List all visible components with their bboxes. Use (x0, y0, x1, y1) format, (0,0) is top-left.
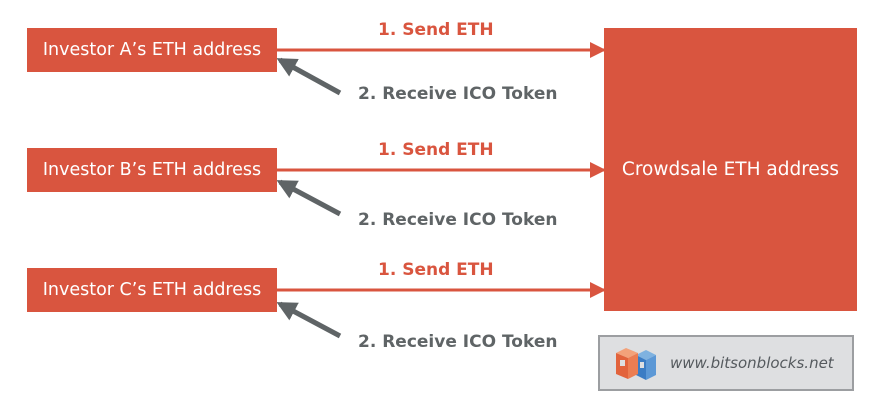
investor-c-address-box: Investor C’s ETH address (27, 268, 277, 312)
receive-arrow-a (276, 57, 342, 96)
receive-arrow-b (276, 179, 342, 217)
watermark-url: www.bitsonblocks.net (670, 354, 834, 372)
receive-token-label-c: 2. Receive ICO Token (358, 332, 558, 352)
send-eth-label-c: 1. Send ETH (378, 260, 494, 280)
investor-a-address-box: Investor A’s ETH address (27, 28, 277, 72)
receive-token-label-b: 2. Receive ICO Token (358, 210, 558, 230)
receive-arrow-c (276, 301, 342, 339)
crowdsale-address-box: Crowdsale ETH address (604, 28, 857, 311)
investor-a-label: Investor A’s ETH address (42, 40, 262, 60)
investor-c-label: Investor C’s ETH address (42, 280, 262, 300)
receive-token-label-a: 2. Receive ICO Token (358, 84, 558, 104)
investor-b-address-box: Investor B’s ETH address (27, 148, 277, 192)
send-eth-label-a: 1. Send ETH (378, 20, 494, 40)
investor-b-label: Investor B’s ETH address (42, 160, 262, 180)
bitsonblocks-cube-logo-icon (616, 348, 656, 380)
crowdsale-label: Crowdsale ETH address (621, 159, 840, 180)
send-eth-label-b: 1. Send ETH (378, 140, 494, 160)
watermark: www.bitsonblocks.net (598, 335, 854, 391)
